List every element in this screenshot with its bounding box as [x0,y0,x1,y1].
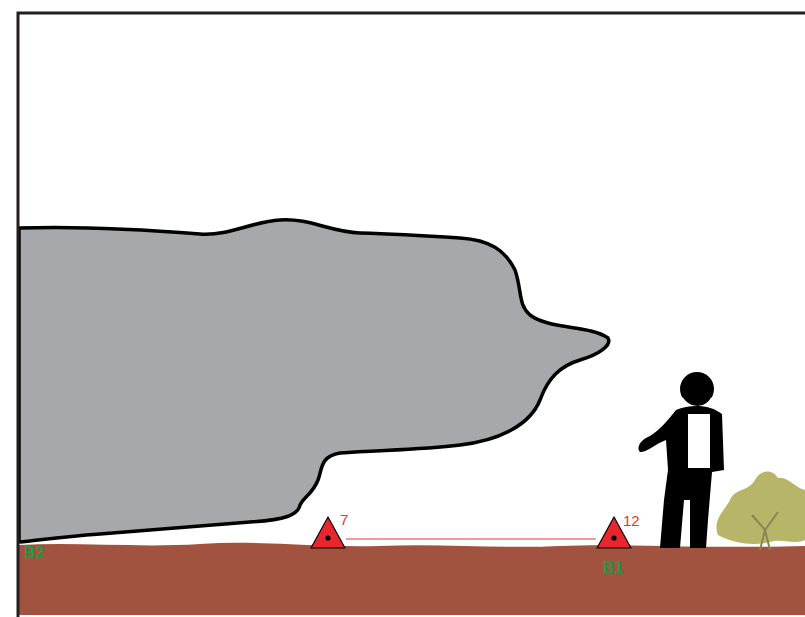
ground [19,543,805,615]
bush [716,471,805,550]
baseline [346,539,596,540]
rock-overhang [19,220,609,542]
frame [18,13,805,617]
point-label: B1 [603,560,623,576]
point-label: B2 [24,545,44,561]
survey-marker: 12 [596,516,632,549]
callout-number: 12 [623,513,640,528]
callout-number: 7 [340,512,348,527]
survey-marker: 7 [310,516,346,549]
person-silhouette [638,372,724,548]
